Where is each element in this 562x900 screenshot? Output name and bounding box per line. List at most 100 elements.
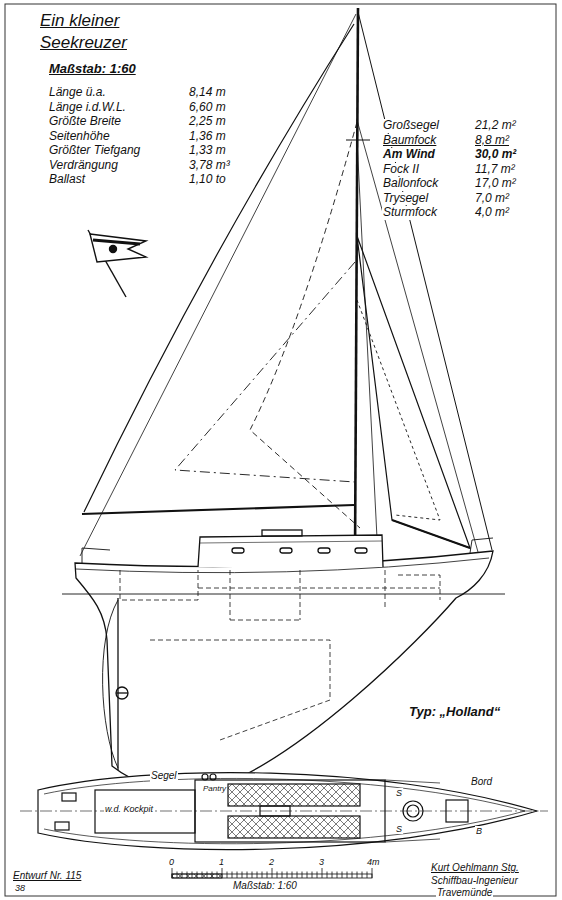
porthole [232, 548, 244, 553]
drawing-label: Seitenhöhe [48, 130, 111, 144]
jib-stay [357, 120, 478, 552]
drawing-label: 30,0 m² [474, 148, 517, 162]
scale-ticks [172, 868, 372, 878]
fore-peak [398, 575, 440, 600]
drawing-label: 3,78 m³ [188, 159, 231, 173]
mast [355, 8, 358, 556]
drawing-label: 1,36 m [188, 130, 227, 144]
drawing-label: 1 [218, 857, 225, 867]
interior-lines [120, 570, 440, 740]
drawing-label: Kurt Oehlmann Stg. [430, 862, 520, 874]
ballast-keel [150, 620, 330, 740]
stove [202, 774, 208, 780]
drawing-label: 3 [318, 857, 325, 867]
drawing-label: 8,14 m [188, 86, 227, 100]
jib-boom [392, 520, 470, 548]
cockpit [95, 790, 195, 833]
hull-outline [75, 551, 493, 792]
bulkhead [230, 570, 231, 620]
stern-rail [82, 548, 110, 563]
bulkhead [300, 570, 301, 620]
porthole [355, 548, 367, 553]
drawing-label: 17,0 m² [474, 177, 517, 191]
balloon-jib-outline [250, 122, 360, 528]
drawing-label: S [395, 788, 403, 798]
drawing-label: Großsegel [382, 119, 440, 133]
propeller [116, 687, 128, 699]
sails [82, 24, 470, 548]
flag-cloth [90, 234, 146, 262]
centerline [20, 811, 548, 812]
cabin-sole [198, 588, 440, 589]
drawing-label: 1,10 to [188, 173, 227, 187]
table [260, 806, 290, 816]
drawing-label: Maßstab: 1:60 [232, 880, 298, 892]
boom [82, 505, 354, 514]
sheet-frame [5, 4, 556, 896]
club-flag [88, 230, 146, 297]
porthole [318, 548, 330, 553]
storm-jib-outline [357, 300, 440, 520]
drawing-title: Ein kleiner Seekreuzer [40, 10, 210, 54]
drawing-label: Ballast [48, 173, 86, 187]
drawing-label: 4m [366, 857, 381, 867]
drawing-label: Verdrängung [48, 159, 119, 173]
flag-stripe [93, 240, 140, 244]
cabin-plan [195, 780, 385, 842]
bow-pulpit [470, 538, 493, 553]
stove [210, 774, 216, 780]
drawing-label: S [395, 824, 403, 834]
propeller-hub [116, 692, 128, 693]
drawing-label: Länge i.d.W.L. [48, 101, 127, 115]
drawing-label: Länge ü.a. [48, 86, 107, 100]
drawing-label: Maßstab: 1:60 [48, 62, 137, 77]
porthole [280, 548, 292, 553]
sliding-hatch [262, 530, 302, 536]
cockpit-well [120, 570, 198, 600]
drawing-label: 6,60 m [188, 101, 227, 115]
drawing-label: 11,7 m² [474, 163, 516, 177]
drawing-label: Entwurf Nr. 115 [12, 870, 82, 882]
bunk [228, 816, 360, 838]
drawing-label: 2,25 m [188, 115, 227, 129]
mast-section [407, 805, 419, 817]
backstay [80, 14, 356, 556]
deck-plan [20, 773, 548, 850]
drawing-label: Typ: „Holland“ [408, 705, 501, 720]
drawing-label: Schiffbau-Ingenieur [430, 875, 519, 887]
drawing-label: Pantry [202, 784, 227, 793]
forestay [358, 12, 492, 550]
drawing-label: 38 [14, 883, 26, 893]
waterline [62, 594, 505, 595]
cabin-trunk [198, 535, 383, 567]
locker [55, 822, 69, 830]
drawing-label: 8,8 m² [474, 134, 510, 148]
rudder-post [117, 598, 118, 770]
drawing-label: 2 [268, 857, 275, 867]
rigging [80, 12, 492, 558]
flag-emblem [110, 246, 117, 253]
drawing-label: Fock II [382, 163, 420, 177]
drawing-label: 21,2 m² [474, 119, 517, 133]
bulkhead [385, 570, 386, 610]
drawing-label: Segel [150, 770, 178, 782]
fore-hatch [446, 800, 468, 822]
drawing-label: Trysegel [382, 192, 429, 206]
drawing-label: Sturmfock [382, 206, 438, 220]
drawing-label: w.d. Kockpit [104, 804, 154, 814]
drawing-label: Bord [470, 776, 493, 788]
mast-partner [403, 801, 423, 821]
scale-bar [172, 868, 372, 878]
bunk [228, 784, 360, 806]
drawing-label: Ballonfock [382, 177, 439, 191]
shroud [357, 140, 378, 558]
drawing-label: Travemünde [436, 887, 493, 899]
drawing-label: Baumfock [382, 134, 437, 148]
drawing-label: Am Wind [382, 148, 436, 162]
cabin-coaming [200, 541, 382, 543]
drawing-label: B [475, 826, 483, 836]
drawing-label: 0 [168, 857, 175, 867]
drawing-label: 1,33 m [188, 144, 227, 158]
locker [62, 793, 76, 801]
